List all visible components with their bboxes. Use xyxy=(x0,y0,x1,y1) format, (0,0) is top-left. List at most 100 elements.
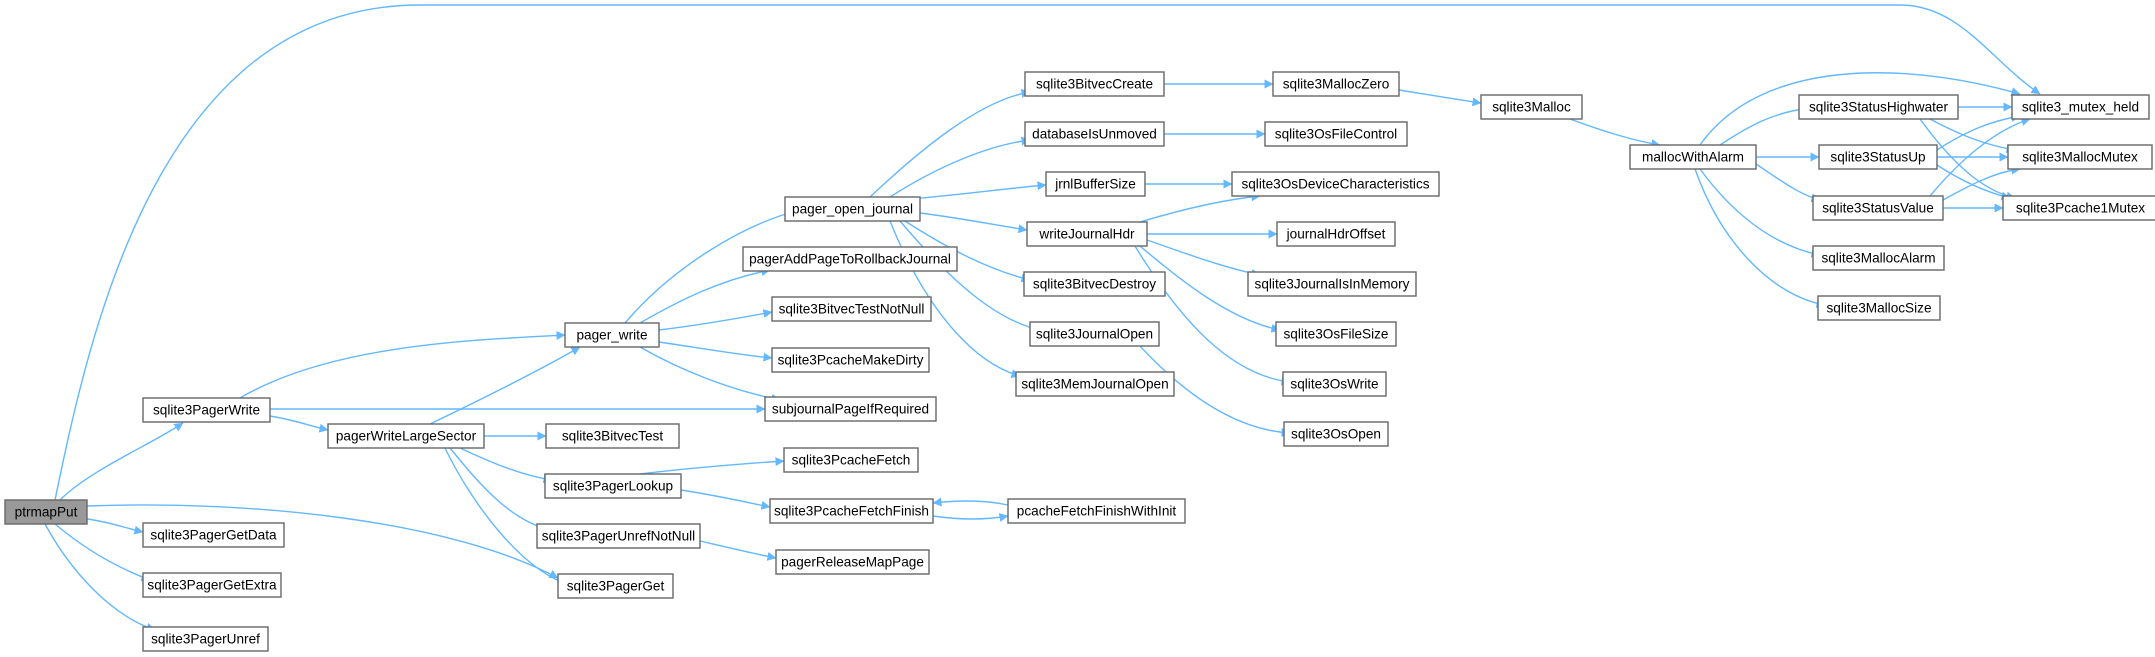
edge-mallocWithAlarm-to-sqlite3StatusValue xyxy=(1755,163,1821,203)
node-sqlite3Pcache1Mutex[interactable]: sqlite3Pcache1Mutex xyxy=(2002,195,2155,221)
node-sqlite3MallocMutex[interactable]: sqlite3MallocMutex xyxy=(2007,144,2153,170)
edge-pager_write-to-pagerAddPageToRollbackJournal xyxy=(639,267,771,324)
edge-pager_write-to-pager_open_journal xyxy=(624,207,801,324)
node-label: sqlite3PagerUnref xyxy=(151,632,260,647)
node-box xyxy=(1045,171,1146,197)
node-sqlite3PagerGet[interactable]: sqlite3PagerGet xyxy=(557,573,674,599)
node-label: sqlite3PcacheMakeDirty xyxy=(778,353,924,368)
node-pagerReleaseMapPage[interactable]: pagerReleaseMapPage xyxy=(775,549,930,575)
node-box xyxy=(1276,221,1396,247)
node-box xyxy=(742,246,958,272)
node-box xyxy=(784,196,921,222)
node-label: sqlite3MallocZero xyxy=(1283,77,1390,92)
node-sqlite3OsWrite[interactable]: sqlite3OsWrite xyxy=(1282,371,1387,397)
node-sqlite3BitvecTest[interactable]: sqlite3BitvecTest xyxy=(545,423,680,449)
edge-pcacheFetchFinishWithInit-to-sqlite3PcacheFetchFinish xyxy=(932,497,1009,507)
node-writeJournalHdr[interactable]: writeJournalHdr xyxy=(1026,221,1148,247)
node-label: pager_write xyxy=(576,328,647,343)
node-label: sqlite3OsFileSize xyxy=(1283,327,1388,342)
node-box xyxy=(142,397,271,423)
edge-sqlite3PagerLookup-to-sqlite3PcacheFetchFinish xyxy=(680,489,771,510)
node-sqlite3StatusHighwater[interactable]: sqlite3StatusHighwater xyxy=(1798,94,1959,120)
node-label: sqlite3StatusHighwater xyxy=(1809,100,1949,115)
node-label: sqlite3StatusValue xyxy=(1822,201,1934,216)
node-label: sqlite3MallocAlarm xyxy=(1821,251,1935,266)
node-sqlite3PagerGetExtra[interactable]: sqlite3PagerGetExtra xyxy=(142,572,282,598)
node-label: sqlite3Malloc xyxy=(1492,100,1571,115)
node-label: mallocWithAlarm xyxy=(1642,150,1744,165)
node-box xyxy=(1812,195,1944,221)
node-ptrmapPut[interactable]: ptrmapPut xyxy=(4,499,88,525)
node-label: sqlite3BitvecCreate xyxy=(1036,77,1153,92)
node-label: sqlite3BitvecDestroy xyxy=(1033,277,1156,292)
node-pager_open_journal[interactable]: pager_open_journal xyxy=(784,196,921,222)
node-label: sqlite3PagerGet xyxy=(567,579,665,594)
node-sqlite3PcacheFetchFinish[interactable]: sqlite3PcacheFetchFinish xyxy=(769,498,934,524)
node-box xyxy=(1798,94,1959,120)
node-sqlite3PcacheMakeDirty[interactable]: sqlite3PcacheMakeDirty xyxy=(771,347,930,373)
node-label: sqlite3PcacheFetch xyxy=(792,453,911,468)
node-journalHdrOffset[interactable]: journalHdrOffset xyxy=(1276,221,1396,247)
node-sqlite3PagerUnrefNotNull[interactable]: sqlite3PagerUnrefNotNull xyxy=(536,523,701,549)
node-sqlite3OsFileControl[interactable]: sqlite3OsFileControl xyxy=(1264,121,1408,147)
node-pagerAddPageToRollbackJournal[interactable]: pagerAddPageToRollbackJournal xyxy=(742,246,958,272)
node-box xyxy=(557,573,674,599)
node-sqlite3JournalIsInMemory[interactable]: sqlite3JournalIsInMemory xyxy=(1247,271,1417,297)
edge-pager_open_journal-to-writeJournalHdr xyxy=(919,212,1028,234)
node-jrnlBufferSize[interactable]: jrnlBufferSize xyxy=(1045,171,1146,197)
node-sqlite3StatusUp[interactable]: sqlite3StatusUp xyxy=(1818,144,1938,170)
node-label: sqlite3Pcache1Mutex xyxy=(2016,201,2145,216)
node-box xyxy=(771,347,930,373)
edge-sqlite3PagerWrite-to-pager_write xyxy=(239,330,566,399)
node-subjournalPageIfRequired[interactable]: subjournalPageIfRequired xyxy=(764,396,937,422)
node-mallocWithAlarm[interactable]: mallocWithAlarm xyxy=(1629,144,1757,170)
edge-ptrmapPut-to-sqlite3PagerWrite xyxy=(59,422,184,501)
node-sqlite3OsOpen[interactable]: sqlite3OsOpen xyxy=(1283,421,1389,447)
node-box xyxy=(1282,371,1387,397)
node-pager_write[interactable]: pager_write xyxy=(564,322,660,348)
node-sqlite3OsFileSize[interactable]: sqlite3OsFileSize xyxy=(1275,321,1397,347)
node-label: sqlite3OsDeviceCharacteristics xyxy=(1241,177,1429,192)
node-sqlite3PagerWrite[interactable]: sqlite3PagerWrite xyxy=(142,397,271,423)
node-sqlite3JournalOpen[interactable]: sqlite3JournalOpen xyxy=(1029,321,1160,347)
node-sqlite3Malloc[interactable]: sqlite3Malloc xyxy=(1480,94,1583,120)
node-box xyxy=(1817,295,1941,321)
edge-sqlite3JournalOpen-to-sqlite3OsOpen xyxy=(1139,345,1291,437)
function-nodes: ptrmapPut sqlite3PagerWrite sqlite3PagerGe… xyxy=(4,71,2155,652)
node-sqlite3MallocZero[interactable]: sqlite3MallocZero xyxy=(1272,71,1400,97)
node-label: sqlite3OsWrite xyxy=(1290,377,1378,392)
node-sqlite3PagerLookup[interactable]: sqlite3PagerLookup xyxy=(544,473,682,499)
node-sqlite3BitvecCreate[interactable]: sqlite3BitvecCreate xyxy=(1024,71,1165,97)
node-box xyxy=(545,423,680,449)
node-sqlite3PagerUnref[interactable]: sqlite3PagerUnref xyxy=(142,626,269,652)
node-sqlite3BitvecDestroy[interactable]: sqlite3BitvecDestroy xyxy=(1023,271,1166,297)
node-sqlite3MallocAlarm[interactable]: sqlite3MallocAlarm xyxy=(1812,245,1945,271)
node-label: sqlite3OsFileControl xyxy=(1275,127,1397,142)
node-pcacheFetchFinishWithInit[interactable]: pcacheFetchFinishWithInit xyxy=(1007,498,1186,524)
node-label: sqlite3BitvecTestNotNull xyxy=(779,302,925,317)
node-pagerWriteLargeSector[interactable]: pagerWriteLargeSector xyxy=(327,423,485,449)
edge-sqlite3StatusValue-to-sqlite3MallocMutex xyxy=(1942,165,2021,201)
node-box xyxy=(2011,94,2150,120)
node-sqlite3StatusValue[interactable]: sqlite3StatusValue xyxy=(1812,195,1944,221)
node-box xyxy=(1023,271,1166,297)
edge-ptrmapPut-to-sqlite3PagerUnref xyxy=(44,523,156,632)
node-box xyxy=(536,523,701,549)
node-box xyxy=(1275,321,1397,347)
node-sqlite3_mutex_held[interactable]: sqlite3_mutex_held xyxy=(2011,94,2150,120)
node-box xyxy=(1029,321,1160,347)
node-sqlite3MemJournalOpen[interactable]: sqlite3MemJournalOpen xyxy=(1015,371,1175,397)
edge-sqlite3Malloc-to-mallocWithAlarm xyxy=(1569,118,1661,149)
edge-ptrmapPut-to-sqlite3PagerGetExtra xyxy=(54,523,151,582)
call-edges xyxy=(44,4,2041,632)
node-box xyxy=(1629,144,1757,170)
node-databaseIsUnmoved[interactable]: databaseIsUnmoved xyxy=(1024,121,1165,147)
node-sqlite3OsDeviceCharacteristics[interactable]: sqlite3OsDeviceCharacteristics xyxy=(1231,171,1440,197)
node-sqlite3PcacheFetch[interactable]: sqlite3PcacheFetch xyxy=(783,447,919,473)
node-label: pagerAddPageToRollbackJournal xyxy=(749,252,951,267)
node-sqlite3PagerGetData[interactable]: sqlite3PagerGetData xyxy=(142,522,285,548)
node-sqlite3MallocSize[interactable]: sqlite3MallocSize xyxy=(1817,295,1941,321)
node-sqlite3BitvecTestNotNull[interactable]: sqlite3BitvecTestNotNull xyxy=(771,296,932,322)
node-label: databaseIsUnmoved xyxy=(1032,127,1157,142)
